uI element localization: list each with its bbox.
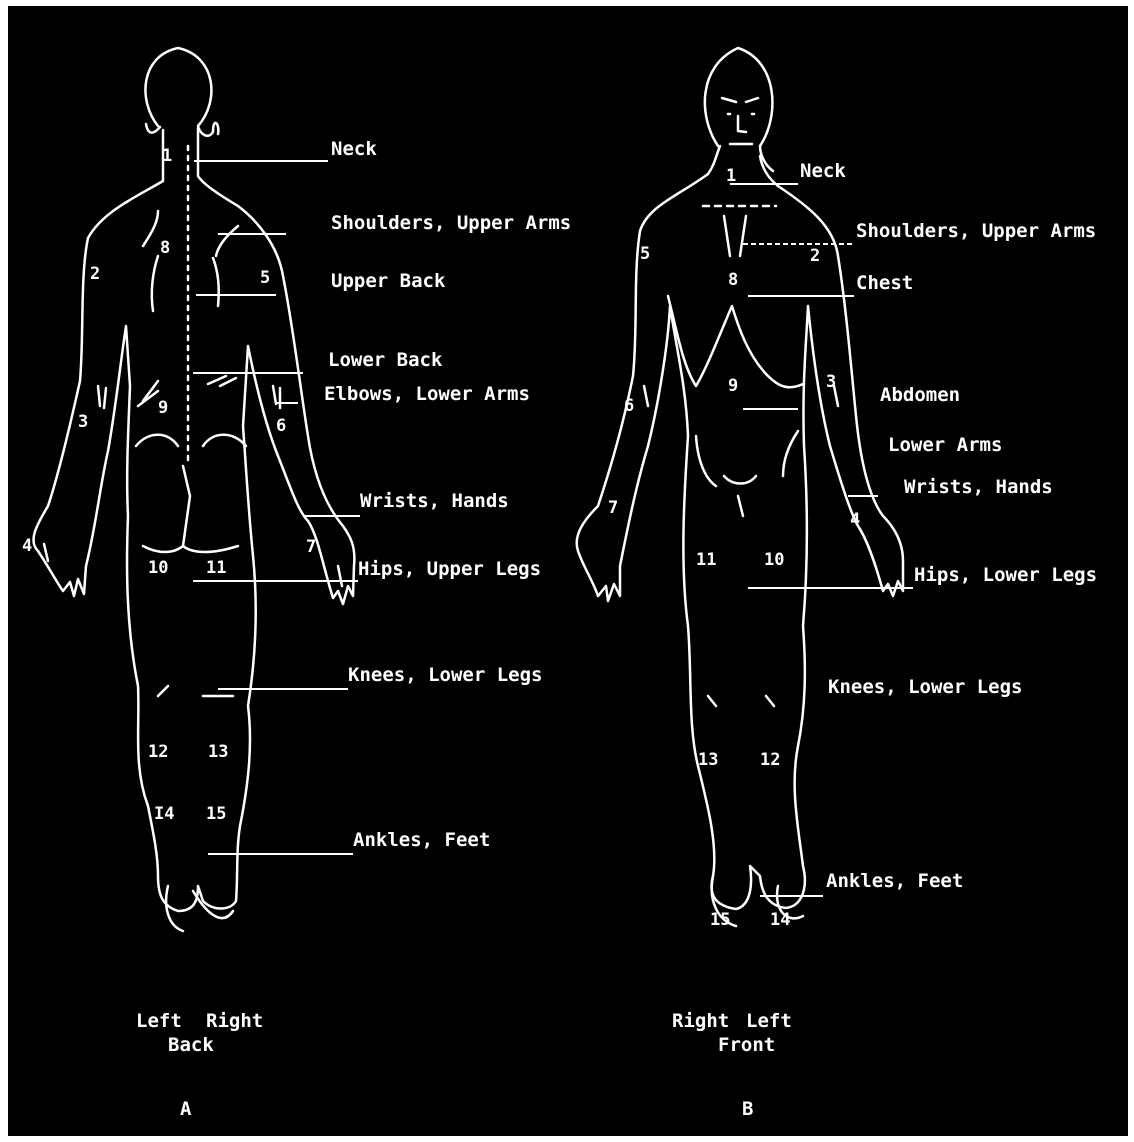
back-number-9: 9 (158, 400, 168, 417)
front-label-lower-arms: Lower Arms (888, 436, 1002, 455)
front-number-8: 8 (728, 272, 738, 289)
front-body-outline (577, 48, 903, 926)
back-number-10: 10 (148, 560, 168, 577)
back-number-2: 2 (90, 266, 100, 283)
front-number-7: 7 (608, 500, 618, 517)
front-label-abdomen: Abdomen (880, 386, 960, 405)
front-number-2: 2 (810, 248, 820, 265)
front-caption-right: Right (672, 1012, 729, 1031)
back-label-wrists: Wrists, Hands (360, 492, 509, 511)
back-number-8: 8 (160, 240, 170, 257)
front-number-13: 13 (698, 752, 718, 769)
front-label-knees: Knees, Lower Legs (828, 678, 1022, 697)
back-label-upper-back: Upper Back (331, 272, 445, 291)
back-body-outline (33, 48, 354, 931)
diagram-panel: Neck Shoulders, Upper Arms Upper Back Lo… (8, 6, 1128, 1136)
front-label-wrists: Wrists, Hands (904, 478, 1053, 497)
front-number-5: 5 (640, 246, 650, 263)
back-number-1: 1 (162, 148, 172, 165)
front-number-14: 14 (770, 912, 790, 929)
front-number-3: 3 (826, 374, 836, 391)
back-number-4: 4 (22, 538, 32, 555)
back-number-15: 15 (206, 806, 226, 823)
back-label-elbows: Elbows, Lower Arms (324, 385, 530, 404)
back-caption-right: Right (206, 1012, 263, 1031)
front-number-10: 10 (764, 552, 784, 569)
front-number-4: 4 (850, 512, 860, 529)
panel-label-a: A (180, 1100, 191, 1119)
back-number-12: 12 (148, 744, 168, 761)
back-number-3: 3 (78, 414, 88, 431)
back-label-shoulders: Shoulders, Upper Arms (331, 214, 571, 233)
back-number-13: 13 (208, 744, 228, 761)
front-number-9: 9 (728, 378, 738, 395)
front-number-15: 15 (710, 912, 730, 929)
back-caption-view: Back (168, 1036, 214, 1055)
back-caption-left: Left (136, 1012, 182, 1031)
front-label-neck: Neck (800, 162, 846, 181)
back-number-5: 5 (260, 270, 270, 287)
back-number-7: 7 (306, 539, 316, 556)
front-label-ankles: Ankles, Feet (826, 872, 963, 891)
front-number-12: 12 (760, 752, 780, 769)
back-label-ankles: Ankles, Feet (353, 831, 490, 850)
back-label-lower-back: Lower Back (328, 351, 442, 370)
back-label-hips: Hips, Upper Legs (358, 560, 541, 579)
back-number-11: 11 (206, 560, 226, 577)
front-label-chest: Chest (856, 274, 913, 293)
back-label-neck: Neck (331, 140, 377, 159)
front-number-1: 1 (726, 168, 736, 185)
back-number-14: I4 (154, 806, 174, 823)
front-label-shoulders: Shoulders, Upper Arms (856, 222, 1096, 241)
front-caption-view: Front (718, 1036, 775, 1055)
front-caption-left: Left (746, 1012, 792, 1031)
front-label-hips: Hips, Lower Legs (914, 566, 1097, 585)
front-number-6: 6 (624, 398, 634, 415)
back-label-knees: Knees, Lower Legs (348, 666, 542, 685)
panel-label-b: B (742, 1100, 753, 1119)
front-number-11: 11 (696, 552, 716, 569)
back-number-6: 6 (276, 418, 286, 435)
